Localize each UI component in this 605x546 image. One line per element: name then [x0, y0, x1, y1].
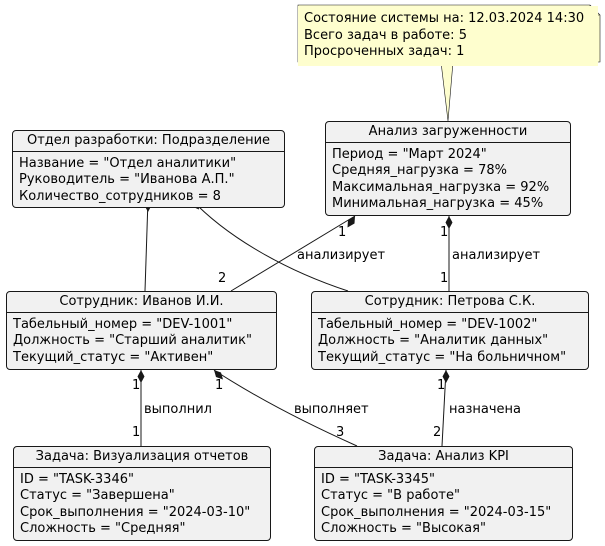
object-task-viz-field: Статус = "Завершена": [20, 488, 175, 503]
object-department-field: Название = "Отдел аналитики": [19, 155, 237, 171]
note-line-overdue-tasks: Просроченных задач: 1: [304, 44, 465, 59]
object-petrova-field: Текущий_статус = "На больничном": [318, 349, 567, 365]
link-label-workload-ivanov: анализирует: [297, 248, 386, 263]
object-workload-analysis: Анализ загруженности Период = "Март 2024…: [325, 121, 571, 216]
link-ivanov-kpi: [213, 369, 358, 447]
object-ivanov-field: Текущий_статус = "Активен": [13, 349, 214, 365]
link-label-ivanov-kpi: выполняет: [294, 402, 369, 417]
object-petrova-title: Сотрудник: Петрова С.К.: [312, 292, 588, 313]
object-department-title: Отдел разработки: Подразделение: [13, 131, 284, 152]
object-ivanov-field: Должность = "Старший аналитик": [13, 333, 252, 348]
diamond-ivanov-kpi: [214, 370, 223, 380]
object-task-viz-field: Срок_выполнения = "2024-03-10": [20, 504, 251, 520]
object-task-kpi-field: Сложность = "Высокая": [321, 521, 486, 536]
object-task-kpi: Задача: Анализ KPI ID = "TASK-3345" Стат…: [314, 446, 573, 541]
multiplicity-ivanov-kpi-to: 3: [336, 425, 345, 440]
multiplicity-petrova-kpi-to: 2: [433, 425, 442, 440]
object-employee-petrova: Сотрудник: Петрова С.К. Табельный_номер …: [311, 291, 589, 370]
note-line-status-time: Состояние системы на: 12.03.2024 14:30: [304, 11, 585, 26]
object-workload-field: Максимальная_нагрузка = 92%: [332, 179, 550, 195]
link-label-petrova-kpi: назначена: [449, 402, 521, 417]
object-ivanov-title: Сотрудник: Иванов И.И.: [7, 292, 276, 313]
object-task-kpi-field: Статус = "В работе": [321, 488, 460, 503]
multiplicity-ivanov-kpi-from: 1: [215, 378, 224, 393]
multiplicity-workload-petrova-from: 1: [440, 225, 449, 240]
object-workload-field: Средняя_нагрузка = 78%: [332, 163, 507, 178]
diamond-petrova-kpi: [442, 370, 450, 383]
multiplicity-workload-petrova-to: 1: [440, 271, 449, 286]
note-pointer: [440, 61, 454, 122]
object-department-field: Количество_сотрудников = 8: [19, 188, 221, 204]
object-task-viz-field: Сложность = "Средняя": [20, 521, 186, 536]
link-label-ivanov-viz: выполнил: [144, 402, 212, 417]
multiplicity-ivanov-viz-to: 1: [132, 425, 141, 440]
object-petrova-field: Должность = "Аналитик данных": [318, 333, 549, 348]
link-department-ivanov: [144, 198, 149, 292]
object-task-viz-title: Задача: Визуализация отчетов: [14, 447, 270, 468]
multiplicity-petrova-kpi-from: 1: [437, 378, 446, 393]
object-department-field: Руководитель = "Иванова А.П.": [19, 172, 235, 187]
object-workload-field: Минимальная_нагрузка = 45%: [332, 196, 544, 211]
object-petrova-field: Табельный_номер = "DEV-1002": [318, 316, 538, 332]
multiplicity-ivanov-viz-from: 1: [132, 378, 141, 393]
multiplicity-workload-ivanov-to: 2: [218, 271, 227, 286]
object-employee-ivanov: Сотрудник: Иванов И.И. Табельный_номер =…: [6, 291, 277, 370]
link-workload-ivanov: [230, 215, 356, 292]
link-label-workload-petrova: анализирует: [452, 248, 541, 263]
multiplicity-workload-ivanov-from: 1: [338, 225, 347, 240]
object-task-kpi-title: Задача: Анализ KPI: [315, 447, 572, 468]
object-workload-title: Анализ загруженности: [326, 122, 570, 143]
diamond-workload-ivanov: [347, 216, 355, 228]
note-line-total-tasks: Всего задач в работе: 5: [304, 27, 467, 43]
object-task-kpi-field: ID = "TASK-3345": [321, 471, 435, 487]
object-task-kpi-field: Срок_выполнения = "2024-03-15": [321, 504, 552, 520]
object-department: Отдел разработки: Подразделение Название…: [12, 130, 285, 208]
link-petrova-kpi: [441, 369, 447, 447]
object-task-viz-field: ID = "TASK-3346": [20, 471, 134, 487]
link-department-petrova: [190, 198, 349, 292]
object-task-visualization: Задача: Визуализация отчетов ID = "TASK-…: [13, 446, 271, 541]
diamond-workload-petrova: [445, 216, 453, 229]
object-ivanov-field: Табельный_номер = "DEV-1001": [13, 316, 233, 332]
diamond-ivanov-viz: [137, 370, 145, 383]
system-status-note: Состояние системы на: 12.03.2024 14:30 В…: [298, 6, 598, 66]
object-workload-field: Период = "Март 2024": [332, 146, 487, 162]
